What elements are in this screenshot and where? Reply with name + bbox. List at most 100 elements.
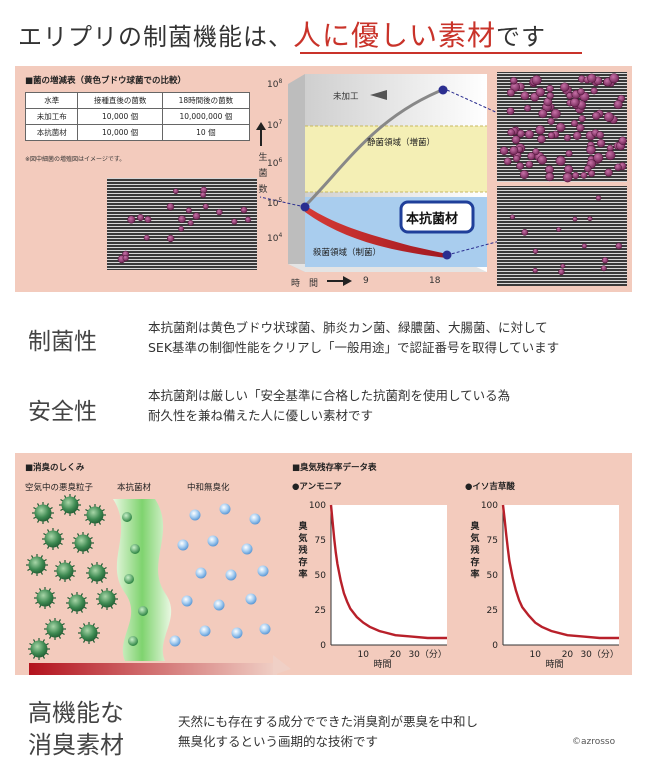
callout-box	[399, 200, 475, 234]
bacteria-dot	[524, 129, 534, 139]
odor-particle	[44, 530, 62, 548]
odor-particle	[74, 534, 92, 552]
y-axis-title: 残	[298, 544, 307, 556]
x-axis-label: 時 間	[291, 279, 319, 289]
bacteria-table: 水準 接種直後の菌数 18時間後の菌数 未加工布 10,000 個 10,000…	[24, 92, 251, 141]
bacteria-dot	[560, 82, 570, 92]
odor-particle	[80, 624, 98, 642]
bacteria-dot	[178, 225, 185, 232]
bacteria-note: ※図中細菌の増殖図はイメージです。	[25, 156, 126, 163]
bacteria-dot	[167, 234, 175, 243]
x-tick-label: 10	[357, 650, 369, 660]
bacteria-image-initial	[107, 178, 257, 270]
deodor-title: ■消臭のしくみ	[25, 463, 85, 473]
bacteria-dot	[603, 112, 614, 122]
bacteria-dot	[519, 169, 529, 180]
y-tick: 106	[267, 157, 283, 169]
bacteria-dot	[564, 164, 574, 174]
y-axis-title: 存	[470, 556, 479, 568]
bacteria-dot	[588, 169, 596, 178]
bacteria-dot	[565, 149, 573, 158]
x-axis-title: 時間	[374, 659, 392, 670]
bacteria-dot	[511, 135, 521, 145]
bacteria-dot	[556, 226, 562, 233]
bacteria-dot	[618, 136, 627, 145]
x-tick-label: 30（分）	[408, 649, 446, 660]
odor-curve	[329, 504, 447, 640]
page-title: エリプリの制菌機能は、人に優しい素材です	[18, 14, 546, 54]
deodor-label-particles: 空気中の悪臭粒子	[25, 483, 94, 493]
footer-heading: 高機能な消臭素材	[28, 699, 124, 759]
neutral-particle	[213, 599, 225, 611]
bacteria-dot	[166, 202, 175, 211]
feature-heading: 安全性	[28, 399, 97, 425]
y-tick-label: 25	[315, 606, 326, 616]
bacteria-dot	[192, 212, 201, 220]
y-tick-label: 100	[481, 501, 498, 511]
graph-wall	[288, 74, 305, 272]
y-tick-label: 75	[315, 536, 326, 546]
bacteria-dot	[614, 163, 622, 171]
x-tick: 18	[429, 276, 441, 286]
y-axis-title: 率	[298, 568, 307, 580]
bacteria-dot	[586, 145, 596, 155]
y-axis-title: 臭	[470, 520, 480, 532]
bacteria-dot	[503, 157, 512, 166]
neutral-particle	[189, 509, 201, 521]
bacteria-dot	[576, 123, 585, 132]
odor-particle	[56, 562, 74, 580]
bacteria-dot	[578, 115, 586, 123]
bacteria-dot	[244, 216, 252, 223]
y-tick-label: 100	[309, 501, 326, 511]
y-tick: 107	[267, 119, 283, 131]
odor-particle	[88, 564, 106, 582]
bacteria-dot	[231, 218, 238, 225]
bacteria-dot	[595, 195, 602, 201]
bacteria-dot	[592, 111, 601, 121]
zone-kill-label: 殺菌領域（制菌）	[313, 248, 382, 258]
bacteria-dot	[587, 216, 593, 222]
bacteria-dot	[605, 150, 616, 161]
y-tick-label: 75	[487, 536, 498, 546]
bound-particle	[130, 544, 140, 554]
bacteria-dot	[535, 125, 546, 135]
bacteria-dot	[516, 162, 524, 170]
odor-particle	[34, 504, 52, 522]
bacteria-dot	[615, 242, 623, 250]
odor-particle	[30, 640, 48, 658]
bacteria-dot	[563, 134, 571, 142]
bacteria-dot	[172, 188, 179, 195]
bacteria-dot	[143, 234, 150, 241]
bacteria-dot	[122, 254, 129, 262]
neutral-particle	[231, 627, 243, 639]
bacteria-dot	[187, 219, 194, 227]
untreated-endpoint	[438, 85, 448, 95]
odor-particle	[28, 556, 46, 574]
y-tick-label: 0	[320, 641, 326, 651]
bacteria-dot	[587, 73, 597, 83]
neutral-particle	[207, 535, 219, 547]
table-cell: 10,000 個	[77, 124, 163, 141]
bacteria-dot	[570, 119, 579, 127]
neutral-particle	[195, 567, 207, 579]
bacteria-dot	[560, 263, 566, 269]
bacteria-dot	[532, 148, 540, 156]
odor-particle	[98, 590, 116, 608]
bacteria-dot	[144, 215, 152, 223]
y-tick-label: 0	[492, 641, 498, 651]
bacteria-dot	[550, 108, 561, 119]
title-highlight: 人に優しい素材	[293, 19, 497, 52]
bound-particle	[138, 606, 148, 616]
bacteria-panel: ■菌の増減表（黄色ブドウ球菌での比較） 水準 接種直後の菌数 18時間後の菌数 …	[15, 66, 632, 292]
y-axis-label: 生菌数	[258, 153, 268, 195]
label-untreated: 未加工	[333, 92, 359, 102]
bacteria-graph	[107, 72, 627, 286]
bacteria-dot	[537, 155, 548, 165]
table-cell: 10 個	[161, 124, 251, 141]
bacteria-dot	[532, 248, 539, 254]
x-tick-label: 20	[390, 650, 402, 660]
bacteria-dot	[512, 154, 521, 163]
bacteria-dot	[545, 172, 555, 182]
